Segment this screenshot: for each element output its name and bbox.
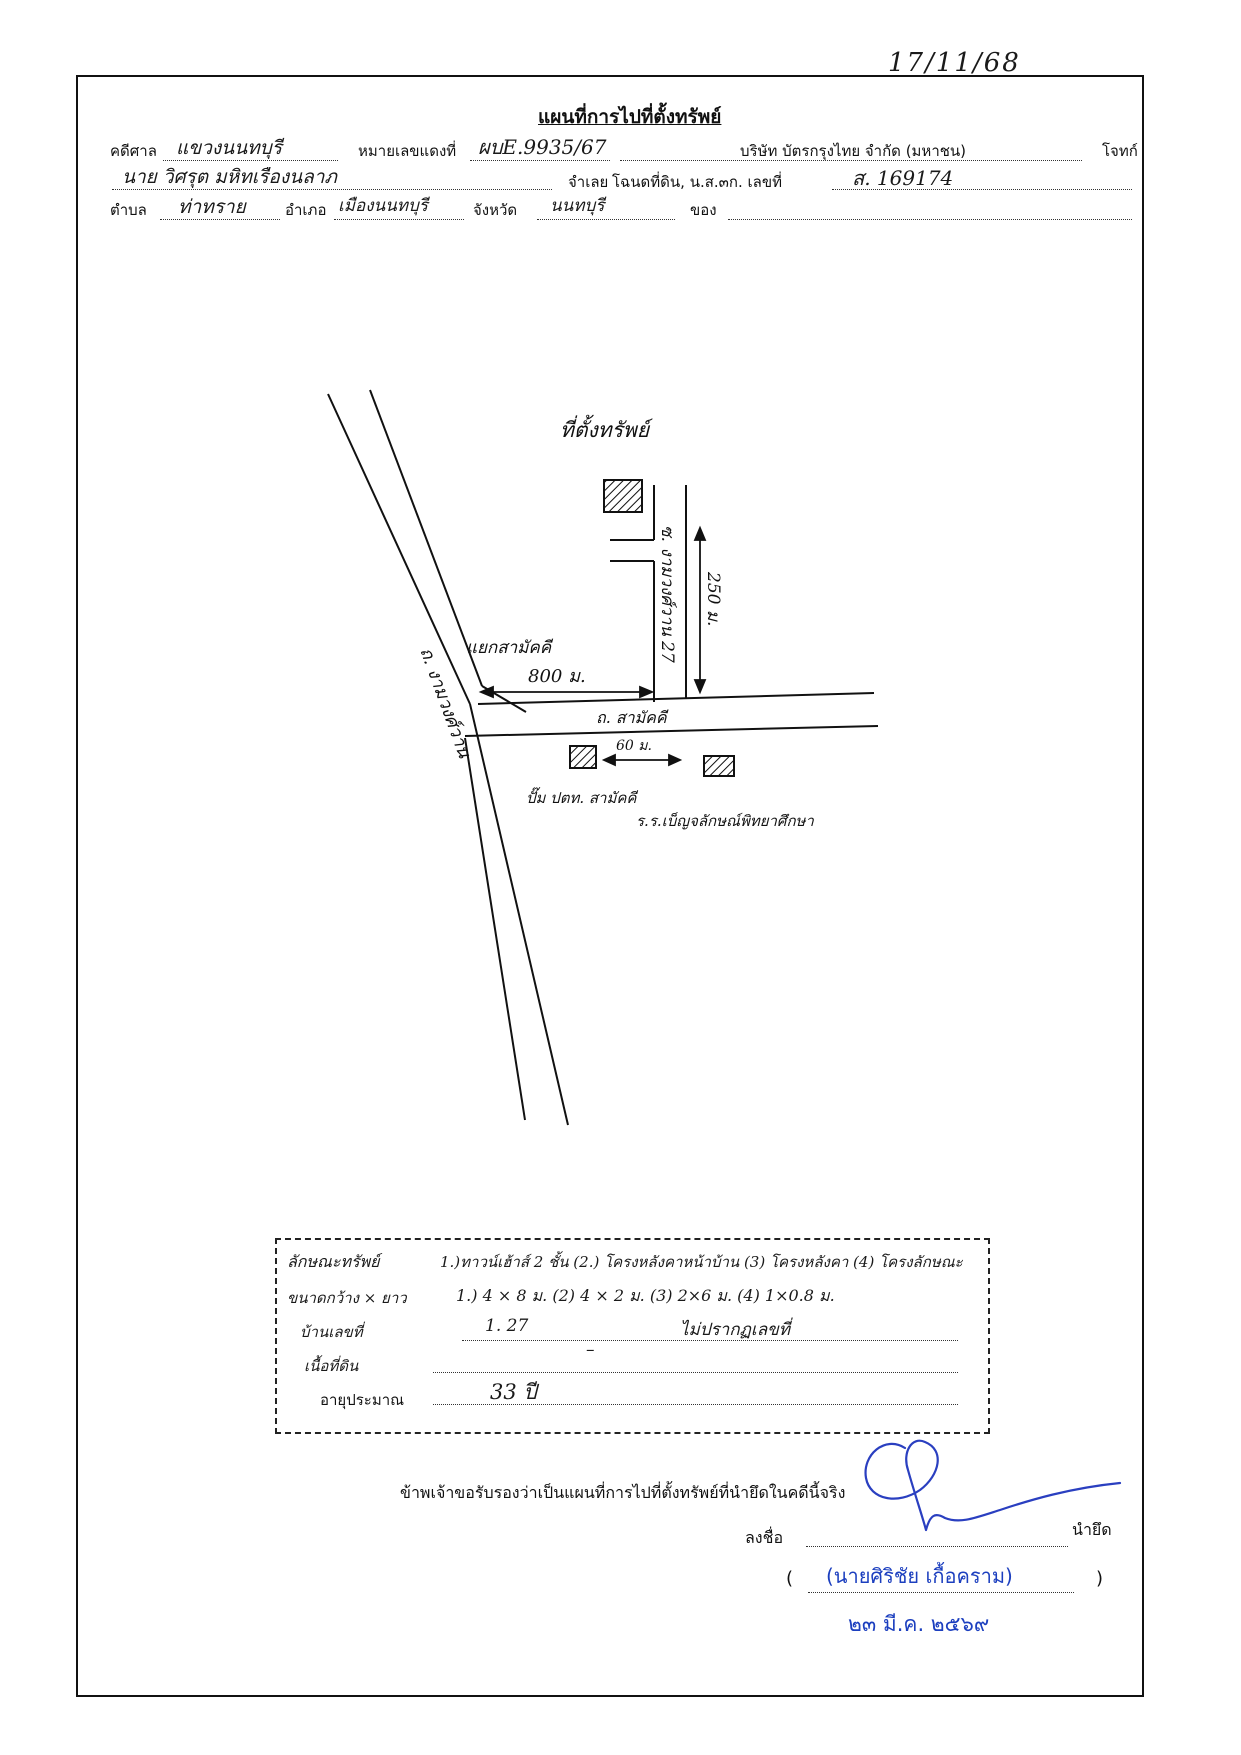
- court-label: คดีศาล: [110, 142, 157, 160]
- sign-label: ลงชื่อ: [745, 1528, 784, 1547]
- court-underline: [163, 160, 338, 161]
- subdistrict-underline: [160, 219, 280, 220]
- open-paren: (: [786, 1568, 794, 1589]
- signer-name: (นายศิริชัย เกื้อคราม): [826, 1564, 1013, 1588]
- distance-250-label: 250 ม.: [703, 571, 723, 626]
- gas-station-marker: [569, 745, 597, 769]
- main-road: [327, 389, 569, 1126]
- house-no-value: 1. 27: [485, 1316, 529, 1336]
- property-info-box: [275, 1238, 990, 1434]
- deed-value: ส. 169174: [852, 166, 954, 190]
- black-case-underline: [470, 160, 610, 161]
- plaintiff-value: บริษัท บัตรกรุงไทย จำกัด (มหาชน): [740, 142, 967, 160]
- property-label: ที่ตั้งทรัพย์: [560, 414, 653, 442]
- school-label: ร.ร.เบ็ญจลักษณ์พิทยาศึกษา: [636, 812, 814, 830]
- distance-arrows: [478, 525, 707, 767]
- plaintiff-label: โจทก์: [1102, 142, 1138, 160]
- defendant-label: จำเลย: [568, 173, 609, 191]
- district-underline: [334, 219, 464, 220]
- age-label: อายุประมาณ: [320, 1391, 405, 1409]
- house-no-note: ไม่ปรากฏเลขที่: [680, 1320, 790, 1340]
- district-label: อำเภอ: [285, 201, 327, 219]
- house-no-label: บ้านเลขที่: [300, 1323, 363, 1341]
- deed-underline: [832, 189, 1132, 190]
- signed-date: ๒๓ มี.ค. ๒๕๖๙: [848, 1612, 990, 1636]
- signature-underline: [806, 1546, 1068, 1547]
- side-road: [464, 692, 879, 737]
- deed-label: โฉนดที่ดิน, น.ส.๓ก. เลขที่: [612, 173, 782, 191]
- gas-station-label: ปั๊ม ปตท. สามัคคี: [526, 787, 638, 807]
- size-label: ขนาดกว้าง × ยาว: [287, 1289, 407, 1307]
- distance-800-label: 800 ม.: [528, 666, 586, 687]
- land-area-underline: [433, 1372, 958, 1373]
- soi-road: [610, 485, 687, 702]
- signer-name-underline: [808, 1592, 1074, 1593]
- district-value: เมืองนนทบุรี: [338, 196, 428, 216]
- size-value: 1.) 4 × 8 ม. (2) 4 × 2 ม. (3) 2×6 ม. (4)…: [456, 1286, 835, 1305]
- defendant-underline: [112, 189, 552, 190]
- of-underline: [728, 219, 1132, 220]
- black-case-label: หมายเลขแดงที่: [358, 142, 457, 160]
- subdistrict-value: ท่าทราย: [178, 196, 246, 218]
- province-underline: [537, 219, 675, 220]
- property-type-label: ลักษณะทรัพย์: [287, 1252, 380, 1271]
- soi-label: ซ. งามวงศ์วาน 27: [657, 525, 677, 663]
- plaintiff-underline: [620, 160, 1082, 161]
- side-road-label: ถ. สามัคคี: [596, 708, 669, 727]
- defendant-value: นาย วิศรุต มหิทเรืองนลาภ: [122, 166, 337, 188]
- house-no-underline: [462, 1340, 958, 1341]
- subdistrict-label: ตำบล: [110, 201, 147, 219]
- junction-label: แยกสามัคคี: [466, 638, 554, 658]
- certification-text: ข้าพเจ้าขอรับรองว่าเป็นแผนที่การไปที่ตั้…: [400, 1483, 846, 1502]
- school-marker: [703, 755, 735, 777]
- property-marker: [603, 479, 643, 513]
- land-area-value: –: [586, 1340, 595, 1360]
- close-paren: ): [1096, 1568, 1104, 1589]
- page-title: แผนที่การไปที่ตั้งทรัพย์: [538, 106, 722, 128]
- distance-60-label: 60 ม.: [616, 738, 652, 754]
- age-value: 33 ปี: [490, 1380, 537, 1404]
- document-frame: [76, 75, 1144, 1697]
- province-value: นนทบุรี: [550, 196, 605, 216]
- black-case-value: ผบE.9935/67: [478, 135, 607, 159]
- of-label: ของ: [690, 201, 717, 219]
- age-underline: [433, 1404, 958, 1405]
- land-area-label: เนื้อที่ดิน: [304, 1357, 359, 1375]
- role-label: นำยึด: [1072, 1520, 1112, 1539]
- province-label: จังหวัด: [473, 201, 518, 219]
- header-date: 17/11/68: [888, 48, 1021, 78]
- court-value: แขวงนนทบุรี: [176, 137, 282, 159]
- property-type-value: 1.)ทาวน์เฮ้าส์ 2 ชั้น (2.) โครงหลังคาหน้…: [440, 1253, 963, 1271]
